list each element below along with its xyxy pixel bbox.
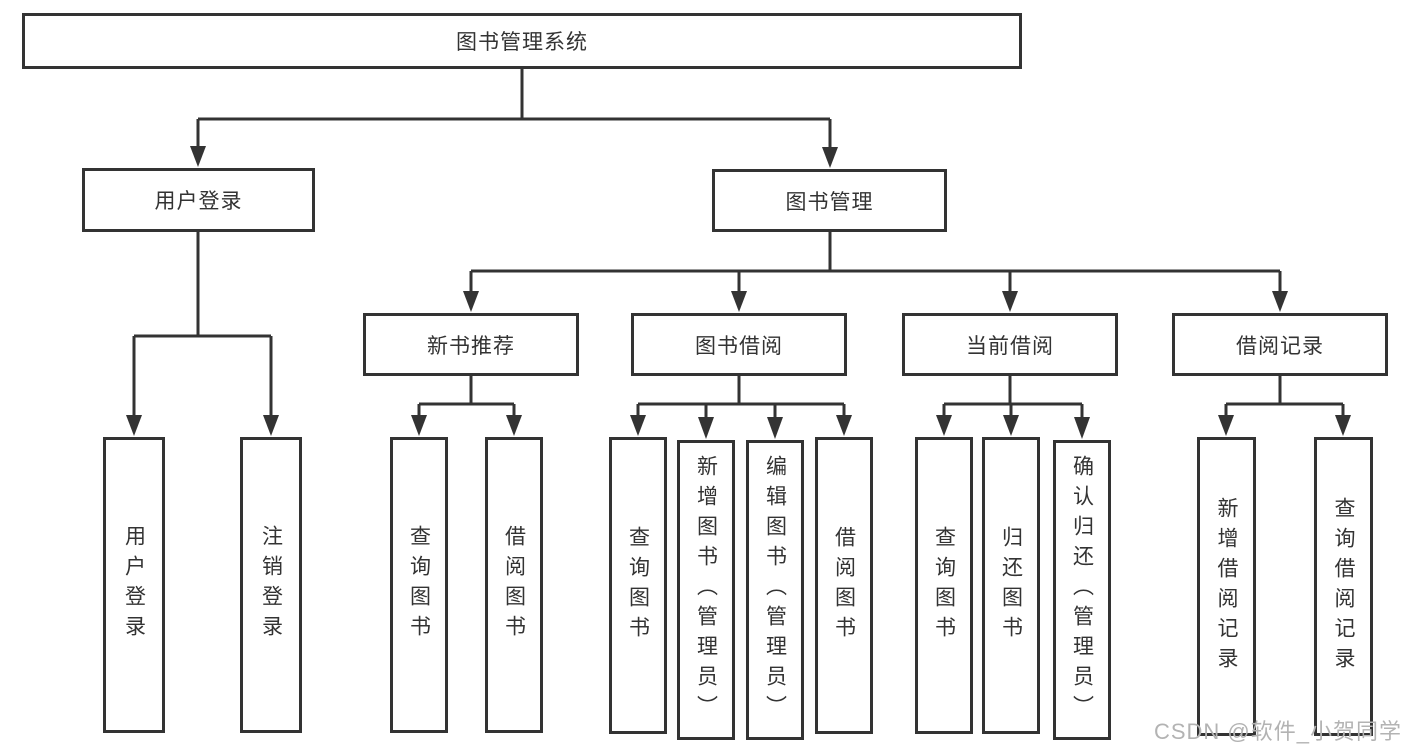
node-label: 当前借阅 [966,333,1054,358]
node-label: 借阅记录 [1236,333,1324,358]
node-user-login: 用户登录 [82,168,315,232]
node-book-management: 图书管理 [712,169,947,232]
node-label: 用户登录 [122,525,147,645]
leaf-borrow-add-books-admin: 新增图书（管理员） [677,440,735,740]
node-label: 查询图书 [932,525,957,646]
leaf-current-confirm-return-admin: 确认归还（管理员） [1053,440,1111,740]
node-label: 编辑图书（管理员） [763,455,788,725]
csdn-watermark: CSDN @软件_小贺同学 [1153,719,1402,744]
node-label: 新增图书（管理员） [694,455,719,725]
node-label: 用户登录 [154,189,243,213]
leaf-records-add-record: 新增借阅记录 [1197,437,1256,736]
leaf-current-query-books: 查询图书 [915,437,973,734]
leaf-newrec-borrow-books: 借阅图书 [485,437,543,733]
leaf-borrow-edit-books-admin: 编辑图书（管理员） [746,440,804,740]
node-new-book-recommend: 新书推荐 [363,313,579,376]
node-label: 新增借阅记录 [1215,496,1239,677]
node-label: 图书管理系统 [456,30,588,54]
arrowheads [126,146,1351,439]
node-book-borrowing: 图书借阅 [631,313,847,376]
node-label: 借阅图书 [502,525,527,645]
leaf-newrec-query-books: 查询图书 [390,437,448,733]
node-label: 新书推荐 [427,333,515,358]
node-label: 查询图书 [407,525,432,645]
node-current-borrowing: 当前借阅 [902,313,1118,376]
leaf-borrow-borrow-books: 借阅图书 [815,437,873,734]
node-library-management-system: 图书管理系统 [22,13,1022,69]
leaf-user-login: 用户登录 [103,437,165,733]
node-label: 查询图书 [626,525,651,646]
leaf-records-query-record: 查询借阅记录 [1314,437,1373,736]
node-label: 图书借阅 [695,333,783,358]
node-label: 注销登录 [259,525,284,645]
node-label: 确认归还（管理员） [1070,455,1095,725]
node-label: 查询借阅记录 [1332,496,1356,677]
leaf-logout-login: 注销登录 [240,437,302,733]
leaf-borrow-query-books: 查询图书 [609,437,667,734]
node-label: 归还图书 [999,525,1024,646]
node-label: 借阅图书 [832,525,857,646]
node-borrowing-records: 借阅记录 [1172,313,1388,376]
node-label: 图书管理 [785,189,874,214]
leaf-current-return-books: 归还图书 [982,437,1040,734]
